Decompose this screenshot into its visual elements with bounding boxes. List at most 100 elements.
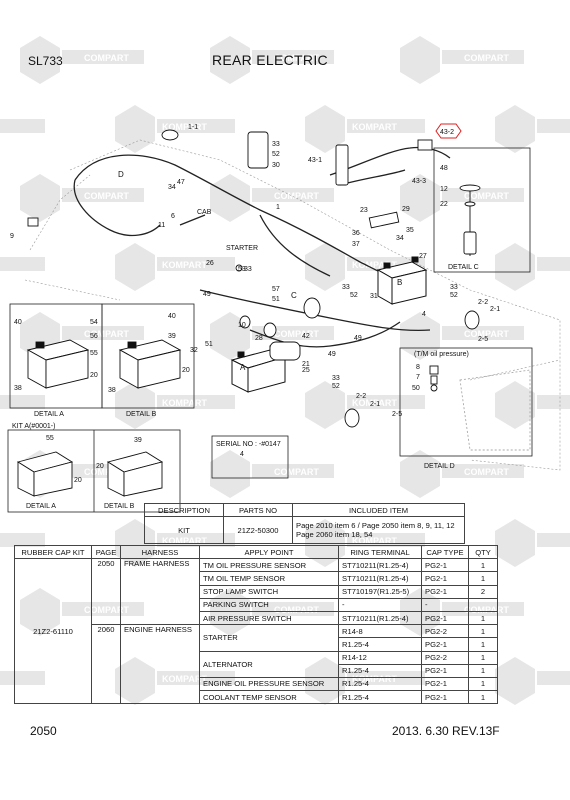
svg-text:7: 7	[416, 374, 420, 381]
qty: 1	[468, 610, 498, 626]
svg-text:28: 28	[255, 335, 263, 342]
kit-a-batteries	[16, 451, 164, 497]
apply-point: AIR PRESSURE SWITCH	[199, 610, 339, 626]
detail-a-battery	[26, 339, 90, 389]
svg-text:52: 52	[332, 383, 340, 390]
cap-type: PG2-2	[421, 624, 469, 639]
col-parts-no: PARTS NO	[223, 503, 293, 517]
svg-text:22: 22	[440, 201, 448, 208]
svg-text:DETAIL B: DETAIL B	[104, 503, 135, 510]
qty: 1	[468, 558, 498, 573]
svg-text:8: 8	[416, 364, 420, 371]
svg-text:35: 35	[406, 227, 414, 234]
table-row: 21Z2-61110 2050 FRAME HARNESS TM OIL PRE…	[14, 558, 498, 705]
svg-text:COMPART: COMPART	[274, 467, 319, 477]
qty	[468, 597, 498, 612]
svg-text:55: 55	[90, 350, 98, 357]
svg-text:COMPART: COMPART	[84, 467, 129, 477]
qty: 1	[468, 571, 498, 586]
ring-terminal: ST710211(R1.25-4)	[338, 558, 422, 573]
qty: 1	[468, 650, 498, 665]
col-qty: QTY	[468, 544, 498, 560]
svg-text:2-1: 2-1	[490, 306, 500, 313]
svg-text:33: 33	[332, 375, 340, 382]
svg-text:39: 39	[168, 333, 176, 340]
qty: 1	[468, 637, 498, 652]
page-2050: 2050	[91, 558, 121, 626]
svg-text:DETAIL C: DETAIL C	[448, 264, 479, 271]
apply-point: STARTER	[199, 624, 339, 652]
table-row: AIR PRESSURE SWITCH ST710211(R1.25-4) PG…	[15, 610, 498, 626]
callout-labels: 1-1 33 52 30 43-1 43-2 43-3 D 34 47 1 6 …	[10, 124, 500, 510]
table-row: 2060 ENGINE HARNESS STARTER R14-8 PG2-2 …	[15, 624, 498, 705]
svg-text:6: 6	[171, 213, 175, 220]
ring-terminal: R14-12	[338, 650, 422, 665]
table-row: R1.25-4 PG2-1 1	[15, 663, 498, 678]
svg-text:48: 48	[440, 165, 448, 172]
svg-text:53: 53	[238, 266, 246, 273]
detail-d-parts	[429, 365, 531, 451]
svg-text:DETAIL A: DETAIL A	[34, 411, 64, 418]
misc-parts	[27, 129, 480, 428]
cap-type: -	[421, 597, 469, 612]
svg-text:COMPART: COMPART	[84, 53, 129, 63]
svg-text:38: 38	[108, 387, 116, 394]
svg-text:A: A	[240, 363, 246, 372]
apply-point: COOLANT TEMP SENSOR	[199, 690, 339, 705]
svg-text:34: 34	[168, 184, 176, 191]
svg-text:DETAIL A: DETAIL A	[26, 503, 56, 510]
svg-text:31: 31	[370, 293, 378, 300]
ring-terminal: -	[338, 597, 422, 612]
svg-text:STARTER: STARTER	[226, 245, 258, 252]
svg-text:COMPART: COMPART	[84, 191, 129, 201]
rubber-cap-table: RUBBER CAP KIT PAGE HARNESS APPLY POINT …	[14, 544, 498, 705]
harness-engine: ENGINE HARNESS	[120, 624, 200, 705]
qty: 2	[468, 584, 498, 599]
detail-frames	[7, 147, 533, 513]
svg-text:49: 49	[203, 291, 211, 298]
harness-frame: FRAME HARNESS	[120, 558, 200, 626]
svg-text:2-2: 2-2	[356, 393, 366, 400]
svg-text:52: 52	[450, 292, 458, 299]
svg-text:SERIAL NO : -#0147: SERIAL NO : -#0147	[216, 441, 281, 448]
detail-b-battery	[118, 339, 182, 389]
kit-table-row: KIT 21Z2-50300 Page 2010 item 6 / Page 2…	[144, 516, 465, 544]
kit-included-line-1: Page 2010 item 6 / Page 2050 item 8, 9, …	[296, 521, 455, 530]
cap-type: PG2-1	[421, 690, 469, 705]
svg-text:36: 36	[352, 230, 360, 237]
col-page: PAGE	[91, 544, 121, 560]
svg-text:39: 39	[134, 437, 142, 444]
cap-type: PG2-1	[421, 637, 469, 652]
svg-text:54: 54	[90, 319, 98, 326]
table-row: ENGINE OIL PRESSURE SENSOR R1.25-4 PG2-1…	[15, 676, 498, 692]
svg-text:COMPART: COMPART	[464, 329, 509, 339]
cap-type: PG2-1	[421, 571, 469, 586]
detail-c-sender	[459, 184, 481, 256]
svg-text:33: 33	[244, 266, 252, 273]
svg-text:KOMPART: KOMPART	[352, 122, 397, 132]
page-number: 2050	[30, 724, 57, 738]
svg-text:COMPART: COMPART	[274, 329, 319, 339]
battery-b	[376, 256, 428, 305]
svg-text:43-1: 43-1	[308, 157, 322, 164]
svg-text:COMPART: COMPART	[464, 467, 509, 477]
model-number: SL733	[28, 54, 63, 68]
svg-text:1: 1	[276, 204, 280, 211]
svg-text:55: 55	[46, 435, 54, 442]
revision-date: 2013. 6.30 REV.13F	[392, 724, 500, 738]
cap-type: PG2-1	[421, 558, 469, 573]
svg-text:51: 51	[205, 341, 213, 348]
svg-text:20: 20	[182, 367, 190, 374]
frame-outline	[24, 139, 561, 471]
kit-included-line-2: Page 2060 item 18, 54	[296, 530, 373, 539]
ring-terminal: ST710197(R1.25-5)	[338, 584, 422, 599]
svg-text:20: 20	[74, 477, 82, 484]
apply-point: STOP LAMP SWITCH	[199, 584, 339, 599]
svg-text:KOMPART: KOMPART	[352, 260, 397, 270]
col-apply-point: APPLY POINT	[199, 544, 339, 560]
svg-text:2-5: 2-5	[392, 411, 402, 418]
svg-text:27: 27	[419, 253, 427, 260]
svg-text:32: 32	[190, 347, 198, 354]
cap-type: PG2-1	[421, 584, 469, 599]
svg-text:1-1: 1-1	[188, 124, 198, 131]
